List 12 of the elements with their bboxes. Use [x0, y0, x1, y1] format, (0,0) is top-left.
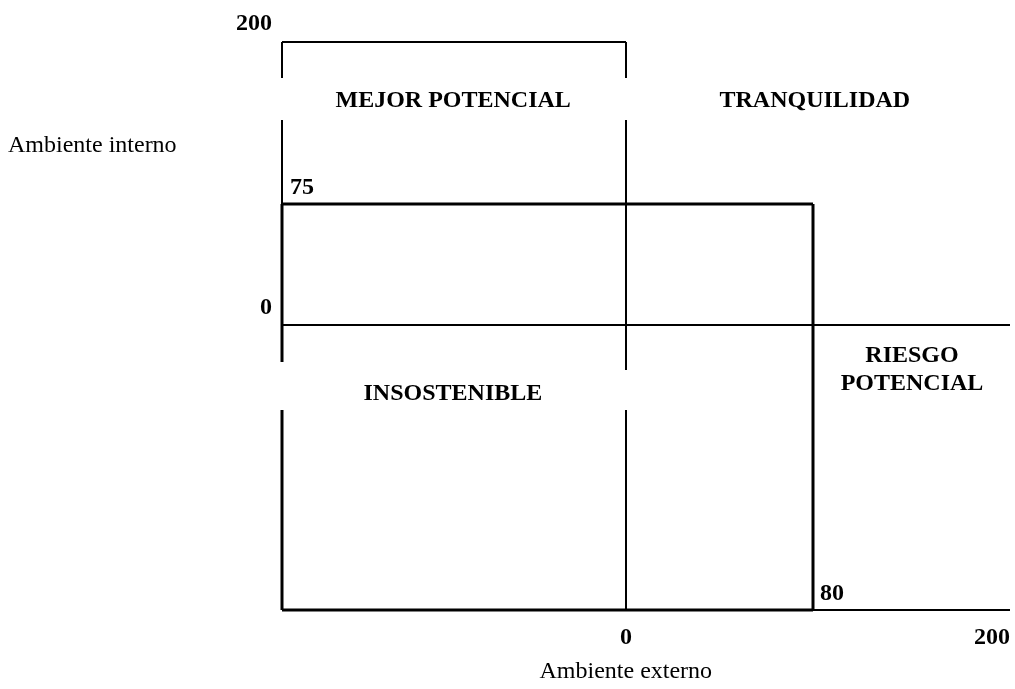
axis-title: Ambiente externo [539, 656, 713, 684]
axis-tick-label: 0 [620, 622, 632, 650]
axis-tick-label: 75 [290, 172, 314, 200]
quadrant-label: INSOSTENIBLE [363, 378, 543, 406]
quadrant-label: MEJOR POTENCIAL [335, 85, 571, 113]
axis-tick-label: 0 [260, 292, 272, 320]
quadrant-label: RIESGO POTENCIAL [839, 340, 985, 396]
axis-tick-label: 80 [820, 578, 844, 606]
quadrant-label: TRANQUILIDAD [719, 85, 911, 113]
axis-title: Ambiente interno [8, 130, 177, 158]
axis-tick-label: 200 [236, 8, 272, 36]
axis-tick-label: 200 [974, 622, 1010, 650]
